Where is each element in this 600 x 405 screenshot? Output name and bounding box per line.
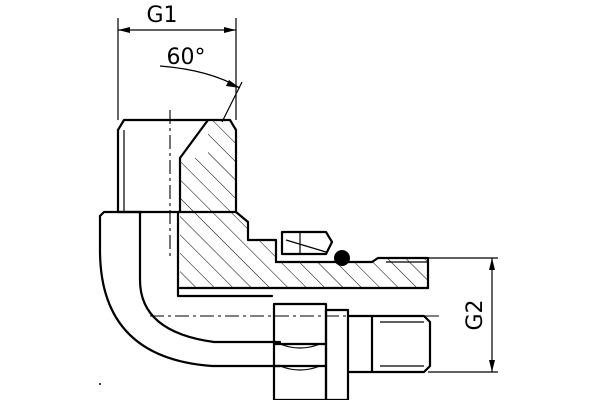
sectioned-body <box>180 120 428 288</box>
lower-stud-end <box>324 308 432 402</box>
seal-assembly <box>280 230 350 266</box>
angle-label: 60° <box>167 45 206 70</box>
horizontal-body <box>150 110 440 317</box>
elbow-tube <box>98 210 282 368</box>
dimension-angle: 60° <box>159 45 243 123</box>
lock-nut <box>272 302 328 402</box>
dimension-g1: G1 <box>117 3 237 120</box>
o-ring-seal-icon <box>334 250 350 266</box>
g2-label: G2 <box>463 299 488 330</box>
g1-label: G1 <box>146 3 177 28</box>
dimension-g2: G2 <box>428 257 498 373</box>
corner-mark <box>99 383 101 385</box>
